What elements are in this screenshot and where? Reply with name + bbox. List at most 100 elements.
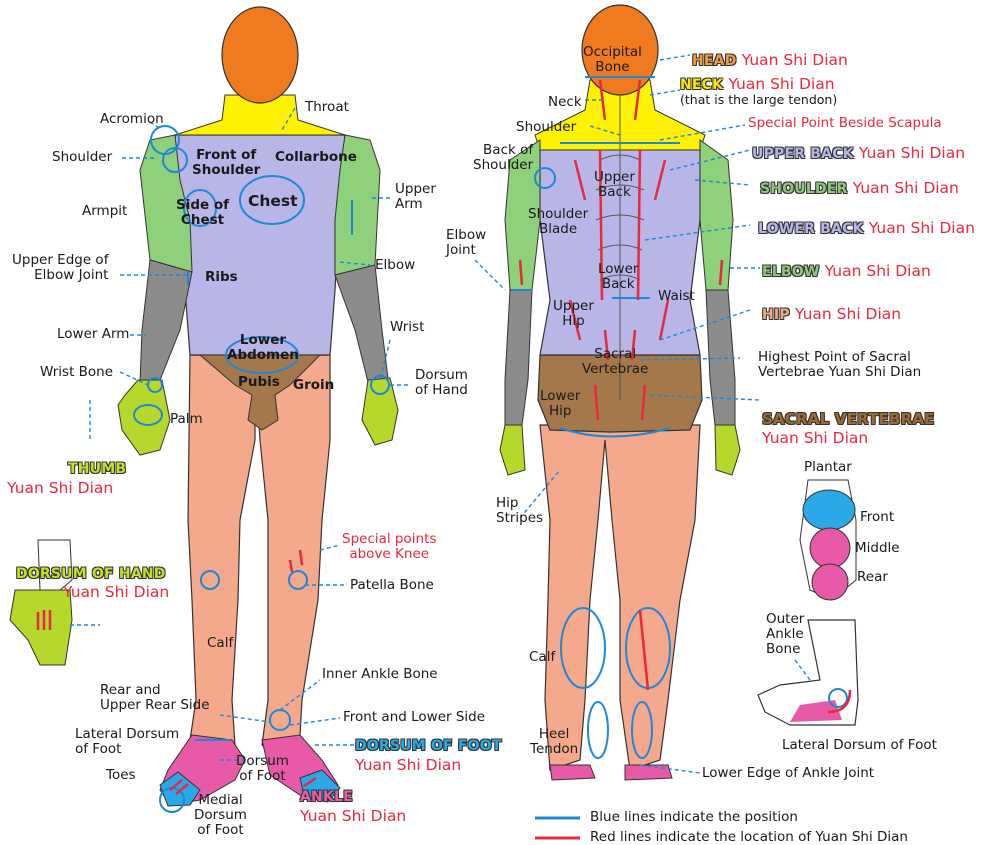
yuan-shoulder: SHOULDER (760, 181, 848, 197)
yuan-head-row: HEAD Yuan Shi Dian (692, 50, 848, 69)
yuan-dorsum-foot-suffix: Yuan Shi Dian (355, 757, 461, 774)
yuan-hip-row: HIP Yuan Shi Dian (762, 304, 901, 323)
back-legs (540, 425, 700, 770)
plantar-rear (812, 564, 848, 600)
label-shoulder: Shoulder (52, 150, 112, 165)
back-right-hand (715, 425, 740, 475)
label-toes: Toes (106, 768, 136, 783)
yuan-head-suffix: Yuan Shi Dian (742, 51, 848, 69)
side-hand-figure (10, 540, 72, 665)
label-palm: Palm (170, 412, 203, 427)
label-neck-back: Neck (548, 95, 582, 110)
label-groin: Groin (293, 378, 334, 393)
label-waist: Waist (658, 289, 695, 304)
yuan-neck: NECK (680, 77, 723, 93)
label-lower-hip: Lower Hip (540, 389, 580, 419)
yuan-neck-suffix: Yuan Shi Dian (728, 75, 834, 93)
label-lateral-dorsum-side: Lateral Dorsum of Foot (782, 738, 937, 753)
legend-blue-text: Blue lines indicate the position (590, 810, 798, 825)
label-dorsum-of-hand: Dorsum of Hand (415, 368, 468, 398)
yuan-hip-suffix: Yuan Shi Dian (795, 305, 901, 323)
label-heel-tendon: Heel Tendon (530, 727, 578, 757)
label-upper-arm: Upper Arm (395, 182, 436, 212)
plantar-front (803, 490, 855, 530)
label-front-lower-side: Front and Lower Side (343, 710, 485, 725)
label-upper-back: Upper Back (594, 170, 635, 200)
plantar-middle (810, 528, 850, 568)
label-plantar-rear: Rear (857, 570, 888, 585)
yuan-elbow: ELBOW (762, 264, 820, 280)
label-patella-bone: Patella Bone (350, 578, 434, 593)
label-wrist: Wrist (390, 320, 424, 335)
front-left-forearm (140, 260, 192, 382)
yuan-ankle-suffix: Yuan Shi Dian (300, 808, 406, 825)
label-special-points-knee: Special points above Knee (342, 532, 436, 562)
label-wrist-bone: Wrist Bone (40, 365, 113, 380)
yuan-elbow-row: ELBOW Yuan Shi Dian (762, 261, 931, 280)
label-medial-dorsum: Medial Dorsum of Foot (194, 793, 247, 838)
yuan-thumb: THUMB (68, 462, 126, 477)
yuan-highest-sacral: Highest Point of Sacral Vertebrae Yuan S… (758, 350, 921, 380)
label-lower-back: Lower Back (598, 262, 638, 292)
legend-red-text: Red lines indicate the location of Yuan … (590, 830, 908, 845)
label-upper-edge-elbow: Upper Edge of Elbow Joint (12, 253, 108, 283)
label-lower-arm: Lower Arm (57, 327, 129, 342)
label-calf-front: Calf (207, 636, 233, 651)
yuan-lower-back-row: LOWER BACK Yuan Shi Dian (758, 218, 975, 237)
back-left-forearm (505, 290, 532, 425)
label-throat: Throat (305, 100, 349, 115)
label-chest: Chest (248, 193, 298, 210)
label-back-of-shoulder: Back of Shoulder (473, 143, 533, 173)
label-elbow: Elbow (375, 258, 415, 273)
yuan-hip: HIP (762, 307, 790, 323)
yuan-ankle: ANKLE (300, 790, 353, 805)
label-plantar: Plantar (804, 460, 852, 475)
yuan-lower-back-suffix: Yuan Shi Dian (869, 219, 975, 237)
yuan-dorsum-foot: DORSUM OF FOOT (355, 739, 502, 754)
yuan-thumb-suffix: Yuan Shi Dian (7, 480, 113, 497)
label-front-of-shoulder: Front of Shoulder (192, 148, 260, 178)
side-hand (10, 590, 72, 665)
yuan-upper-back-row: UPPER BACK Yuan Shi Dian (752, 143, 965, 162)
label-pubis: Pubis (238, 375, 280, 390)
label-lower-edge-ankle: Lower Edge of Ankle Joint (702, 766, 874, 781)
yuan-head: HEAD (692, 53, 737, 69)
label-elbow-joint: Elbow Joint (446, 228, 486, 258)
label-lateral-dorsum-front: Lateral Dorsum of Foot (75, 727, 179, 757)
yuan-upper-back: UPPER BACK (752, 146, 854, 162)
yuan-elbow-suffix: Yuan Shi Dian (825, 262, 931, 280)
label-dorsum-of-foot: Dorsum of Foot (236, 754, 289, 784)
back-left-hand (500, 425, 525, 475)
front-right-hand (362, 378, 398, 445)
yuan-neck-row: NECK Yuan Shi Dian (680, 74, 835, 93)
label-inner-ankle-bone: Inner Ankle Bone (322, 667, 438, 682)
label-armpit: Armpit (82, 204, 127, 219)
label-upper-hip: Upper Hip (553, 299, 594, 329)
front-head (222, 7, 298, 103)
yuan-lower-back: LOWER BACK (758, 221, 864, 237)
back-right-upper-arm (700, 140, 733, 290)
label-calf-back: Calf (529, 650, 555, 665)
label-lower-abdomen: Lower Abdomen (227, 333, 299, 363)
label-rear-upper-rear: Rear and Upper Rear Side (100, 683, 210, 713)
label-ribs: Ribs (205, 270, 238, 285)
front-right-forearm (335, 265, 388, 382)
yuan-sacral-vertebrae: SACRAL VERTEBRAE (762, 412, 935, 427)
yuan-shoulder-row: SHOULDER Yuan Shi Dian (760, 178, 959, 197)
back-right-forearm (706, 290, 735, 425)
yuan-upper-back-suffix: Yuan Shi Dian (859, 144, 965, 162)
label-outer-ankle-bone: Outer Ankle Bone (766, 612, 804, 657)
yuan-neck-note: (that is the large tendon) (680, 92, 837, 107)
yuan-shoulder-suffix: Yuan Shi Dian (853, 179, 959, 197)
label-sacral-vertebrae: Sacral Vertebrae (582, 347, 648, 377)
back-heels (550, 765, 672, 780)
yuan-dorsum-hand-suffix: Yuan Shi Dian (63, 584, 169, 601)
label-shoulder-back: Shoulder (516, 120, 576, 135)
plantar-foot (800, 480, 856, 600)
label-shoulder-blade: Shoulder Blade (528, 207, 588, 237)
yuan-dorsum-hand: DORSUM OF HAND (16, 567, 166, 582)
label-acromion: Acromion (100, 112, 164, 127)
label-plantar-front: Front (860, 510, 894, 525)
label-side-of-chest: Side of Chest (176, 198, 229, 228)
